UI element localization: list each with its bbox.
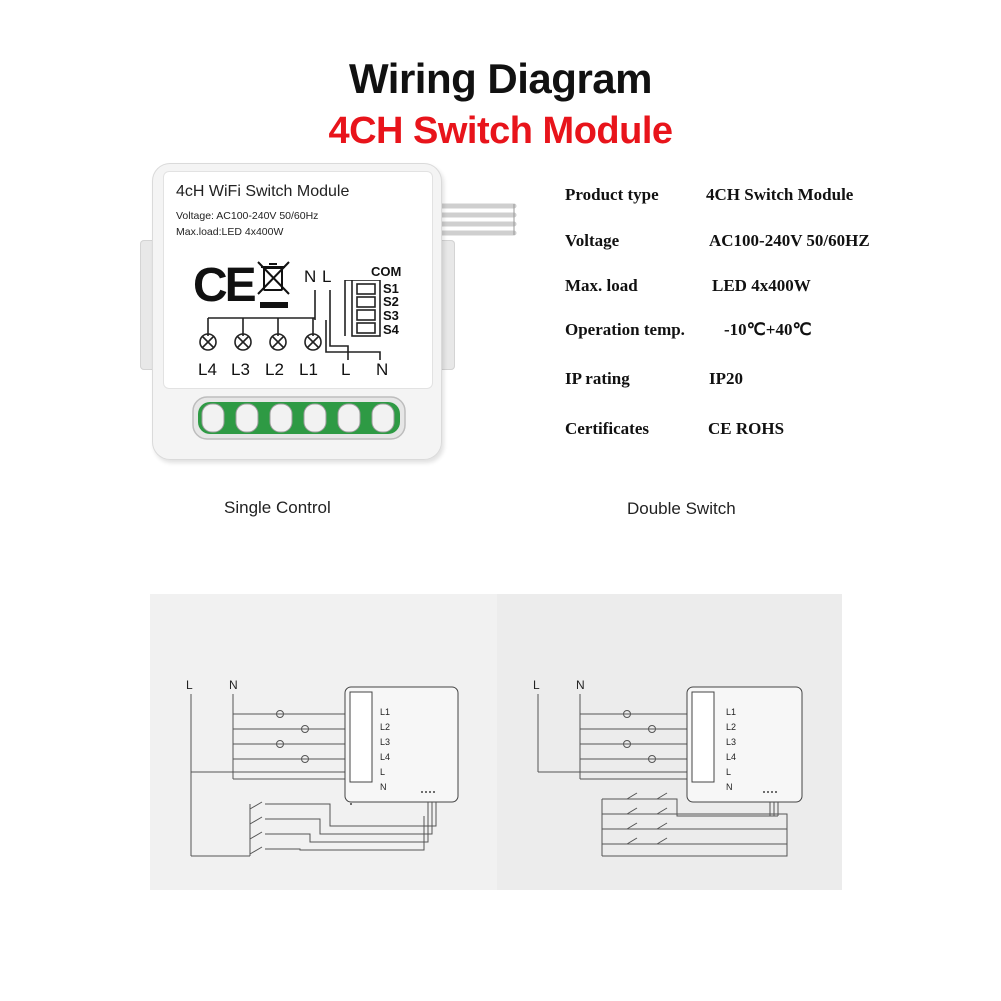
module-side-tab xyxy=(437,240,455,370)
load-label-l2: L2 xyxy=(265,360,284,379)
spec-value: IP20 xyxy=(709,369,743,388)
spec-key: Certificates xyxy=(565,419,650,438)
load-label-l1: L1 xyxy=(299,360,318,379)
diagram-subtitle: 4CH Switch Module xyxy=(328,110,673,152)
bus-label-n: N xyxy=(576,678,585,692)
terminal-strip xyxy=(192,396,406,440)
load-label-l3: L3 xyxy=(231,360,250,379)
module-terminal-label: L4 xyxy=(380,752,391,762)
module-name: 4cH WiFi Switch Module xyxy=(176,183,350,200)
module-terminal-label: L xyxy=(380,767,386,777)
spec-value: -10℃+40℃ xyxy=(724,320,812,339)
spec-value: LED 4x400W xyxy=(712,276,811,295)
module-terminal-label: L1 xyxy=(726,707,737,717)
double-switch-wiring xyxy=(537,686,803,857)
bus-label-l: L xyxy=(533,678,540,692)
terminal-label-n-top: N xyxy=(304,267,317,286)
spec-key: Operation temp. xyxy=(565,320,685,339)
load-label-n: N xyxy=(376,360,389,379)
spec-key: Max. load xyxy=(565,276,638,295)
spec-value: AC100-240V 50/60HZ xyxy=(709,231,870,250)
spec-key: IP rating xyxy=(565,369,630,388)
bus-label-n: N xyxy=(229,678,238,692)
module-terminal-label: L3 xyxy=(380,737,391,747)
ce-mark: CE xyxy=(193,259,257,312)
module-max-load: Max.load:LED 4x400W xyxy=(176,226,284,238)
weee-bin-icon xyxy=(257,261,290,308)
switch-label-s1: S1 xyxy=(383,281,399,296)
load-label-l: L xyxy=(341,360,351,379)
switch-label-com: COM xyxy=(371,264,402,279)
module-terminal-label: N xyxy=(380,782,387,792)
terminal-label-l-top: L xyxy=(322,267,332,286)
spec-value: CE ROHS xyxy=(708,419,785,438)
diagram-title: Wiring Diagram xyxy=(349,55,653,102)
module-voltage: Voltage: AC100-240V 50/60Hz xyxy=(176,210,319,222)
caption-double-switch: Double Switch xyxy=(627,499,736,518)
caption-single-control: Single Control xyxy=(224,498,331,517)
module-terminal-label: N xyxy=(726,782,733,792)
spec-value: 4CH Switch Module xyxy=(706,185,854,204)
module-terminal-label: L2 xyxy=(726,722,737,732)
module-terminal-label: L3 xyxy=(726,737,737,747)
switch-label-s3: S3 xyxy=(383,308,399,323)
module-circuit xyxy=(199,280,381,360)
switch-label-s4: S4 xyxy=(383,322,399,337)
module-terminal-label: L xyxy=(726,767,732,777)
switch-label-s2: S2 xyxy=(383,294,399,309)
module-terminal-label: L2 xyxy=(380,722,391,732)
single-control-wiring xyxy=(190,686,459,857)
spec-key: Product type xyxy=(565,185,659,204)
bus-label-l: L xyxy=(186,678,193,692)
module-terminal-label: L4 xyxy=(726,752,737,762)
spec-key: Voltage xyxy=(565,231,620,250)
load-label-l4: L4 xyxy=(198,360,217,379)
antenna-wires xyxy=(440,203,517,236)
module-side-tab xyxy=(140,240,158,370)
module-terminal-label: L1 xyxy=(380,707,391,717)
